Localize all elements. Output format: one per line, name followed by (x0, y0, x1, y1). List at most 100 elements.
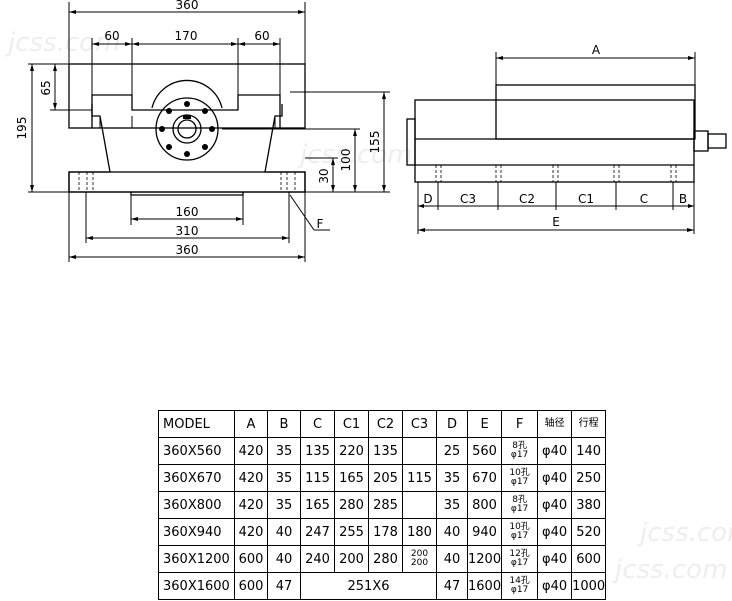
label-b: B (679, 192, 687, 206)
cell-f-holes: 8孔 (512, 441, 527, 451)
watermark: jcss.com (300, 140, 413, 170)
cell-c3: 180 (402, 518, 437, 546)
cell-f-dia: φ17 (510, 477, 529, 487)
cell-c1: 200 (334, 545, 369, 573)
header-cell: D (436, 410, 468, 438)
label-c2: C2 (519, 192, 535, 206)
dim-60-left: 60 (104, 29, 119, 43)
cell-stroke: 380 (571, 491, 607, 519)
cell-f-dia: φ17 (510, 558, 529, 568)
cell-shaft: φ40 (537, 572, 573, 600)
table-row: 360X670 420 35 115 165 205 115 35 670 10… (158, 464, 607, 492)
header-cell: F (501, 410, 539, 438)
table-row: 360X940 420 40 247 255 178 180 40 940 10… (158, 518, 607, 546)
dim-170: 170 (175, 29, 198, 43)
header-cell: 行程 (571, 410, 607, 438)
cell-f-dia: φ17 (510, 504, 529, 514)
cell-a: 600 (234, 572, 268, 600)
cell-a: 420 (234, 464, 268, 492)
cell-shaft: φ40 (537, 437, 573, 465)
cell-stroke: 520 (571, 518, 607, 546)
label-a: A (592, 43, 601, 57)
cell-model: 360X940 (158, 518, 235, 546)
header-cell: C (300, 410, 335, 438)
cell-c1: 255 (334, 518, 369, 546)
cell-d: 47 (436, 572, 468, 600)
cell-model: 360X1600 (158, 572, 235, 600)
cell-c1: 165 (334, 464, 369, 492)
cell-model: 360X560 (158, 437, 235, 465)
spec-table: MODEL A B C C1 C2 C3 D E F 轴径 行程 360X560… (158, 410, 607, 600)
label-c1: C1 (578, 192, 594, 206)
cell-d: 35 (436, 491, 468, 519)
cell-f-dia: φ17 (510, 450, 529, 460)
dim-360-top: 360 (176, 0, 199, 12)
cell-e: 1600 (466, 572, 503, 600)
cell-stroke: 140 (571, 437, 607, 465)
label-e: E (552, 215, 560, 229)
cell-shaft: φ40 (537, 518, 573, 546)
cell-c: 240 (300, 545, 335, 573)
cell-c3-upper: 200 (410, 549, 429, 559)
cell-model: 360X800 (158, 491, 235, 519)
cell-d: 40 (436, 518, 468, 546)
cell-c2: 205 (368, 464, 403, 492)
dim-160: 160 (176, 205, 199, 219)
cell-d: 35 (436, 464, 468, 492)
cell-c: 247 (300, 518, 335, 546)
cell-a: 420 (234, 491, 268, 519)
header-cell: E (466, 410, 503, 438)
cell-b: 35 (267, 464, 301, 492)
cell-b: 47 (267, 572, 301, 600)
cell-c: 115 (300, 464, 335, 492)
cell-c1: 220 (334, 437, 369, 465)
header-cell: MODEL (158, 410, 235, 438)
cell-a: 420 (234, 437, 268, 465)
header-cell: B (267, 410, 301, 438)
technical-drawing: 360 60 170 60 65 195 (15, 0, 727, 262)
cell-c3 (402, 437, 437, 465)
cell-a: 600 (234, 545, 268, 573)
cell-c-merged: 251X6 (300, 572, 437, 600)
dim-65: 65 (39, 80, 53, 95)
table-header-row: MODEL A B C C1 C2 C3 D E F 轴径 行程 (158, 410, 607, 438)
header-cell: C1 (334, 410, 369, 438)
cell-c3: 115 (402, 464, 437, 492)
label-c3: C3 (460, 192, 476, 206)
watermark: jcss.com (615, 555, 728, 585)
cell-f-holes: 14孔 (509, 576, 530, 586)
cell-e: 670 (466, 464, 503, 492)
cell-b: 40 (267, 518, 301, 546)
dim-155: 155 (368, 131, 382, 154)
cell-b: 35 (267, 437, 301, 465)
cell-c3 (402, 491, 437, 519)
cell-e: 940 (466, 518, 503, 546)
cell-model: 360X1200 (158, 545, 235, 573)
cell-c3-lower: 200 (410, 558, 429, 568)
header-cell: C3 (402, 410, 437, 438)
cell-d: 40 (436, 545, 468, 573)
cell-c2: 285 (368, 491, 403, 519)
dim-60-right: 60 (254, 29, 269, 43)
label-d: D (423, 192, 432, 206)
cell-c2: 178 (368, 518, 403, 546)
cell-shaft: φ40 (537, 491, 573, 519)
cell-f-holes: 12孔 (509, 549, 530, 559)
cell-c2: 135 (368, 437, 403, 465)
side-view: A D C3 C2 C1 C (406, 43, 727, 234)
cell-b: 35 (267, 491, 301, 519)
cell-d: 25 (436, 437, 468, 465)
cell-stroke: 600 (571, 545, 607, 573)
dim-30: 30 (317, 168, 331, 183)
cell-a: 420 (234, 518, 268, 546)
